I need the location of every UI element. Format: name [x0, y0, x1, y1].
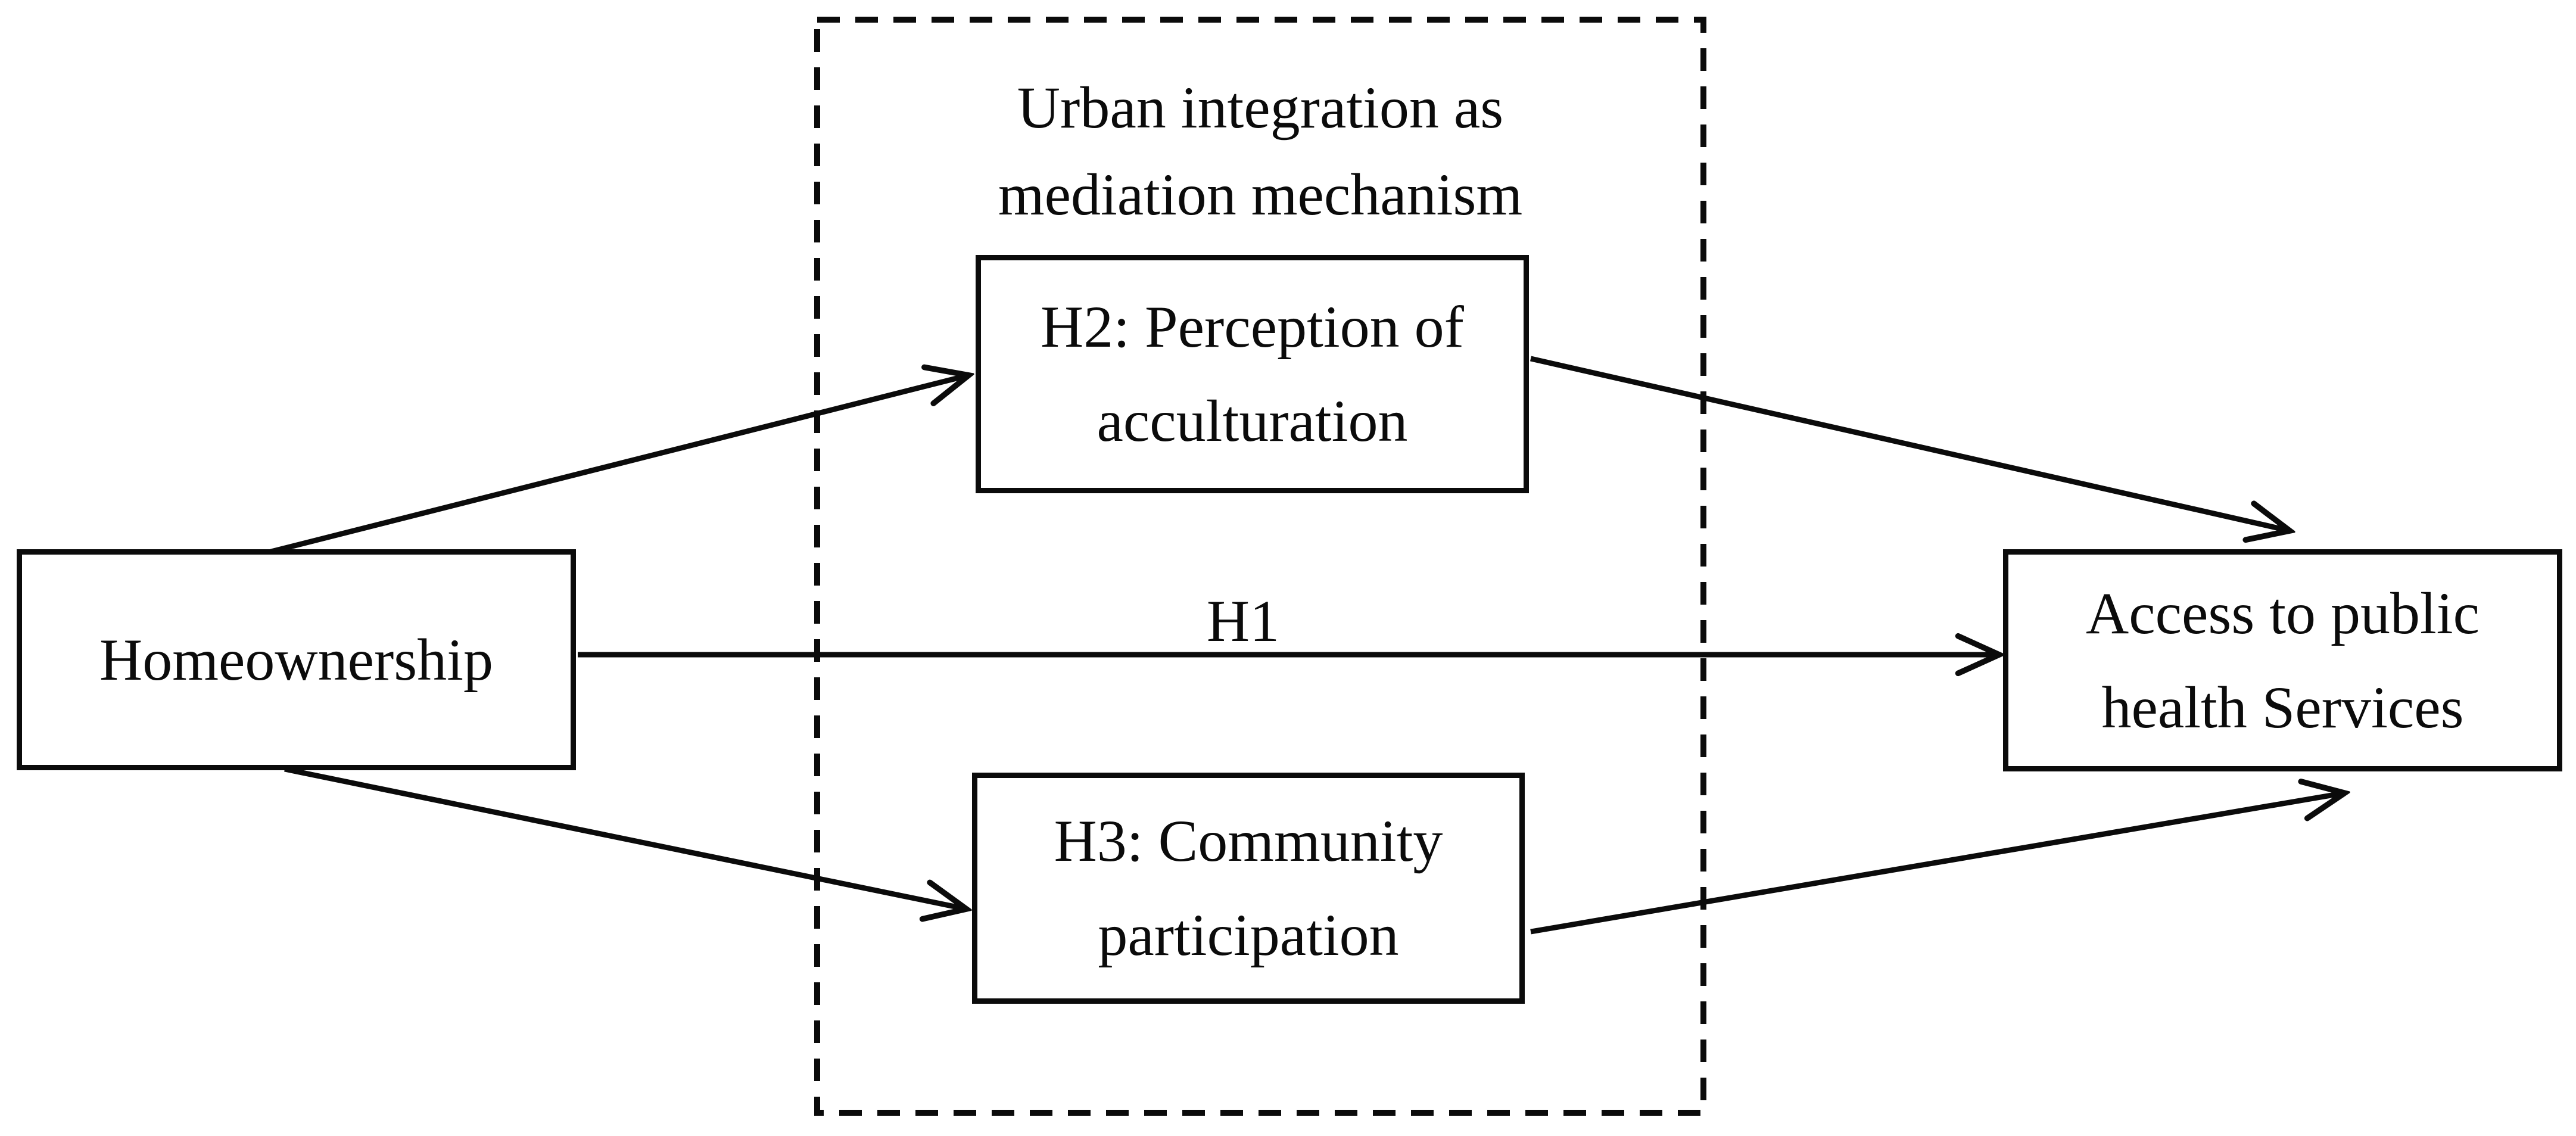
node-h2-label-line2: acculturation — [1097, 388, 1408, 454]
node-h2-perception-of-acculturation: H2: Perception of acculturation — [976, 255, 1529, 493]
mediation-group-title: Urban integration as mediation mechanism — [814, 64, 1706, 238]
mediation-dashed-frame — [814, 17, 1706, 1116]
node-homeownership: Homeownership — [17, 549, 576, 770]
arrow-homeownership-to-h3 — [284, 766, 964, 908]
node-h3-label-line1: H3: Community — [1054, 808, 1443, 874]
h1-path-label: H1 — [1206, 588, 1280, 654]
node-homeownership-label: Homeownership — [99, 626, 493, 693]
node-h2-label-line1: H2: Perception of — [1041, 294, 1464, 360]
arrow-h3-to-access — [1530, 793, 2342, 935]
mediation-title-line2: mediation mechanism — [998, 161, 1523, 228]
node-h3-community-participation: H3: Community participation — [972, 773, 1525, 1004]
node-access-label-line1: Access to public — [2086, 580, 2480, 646]
node-access-label-line2: health Services — [2101, 674, 2464, 740]
node-access-to-public-health-services: Access to public health Services — [2003, 549, 2562, 771]
mediation-title-line1: Urban integration as — [1017, 74, 1504, 141]
arrow-h2-to-access — [1530, 356, 2287, 530]
arrow-homeownership-to-h2 — [270, 376, 966, 555]
node-h3-label-line2: participation — [1098, 902, 1399, 968]
